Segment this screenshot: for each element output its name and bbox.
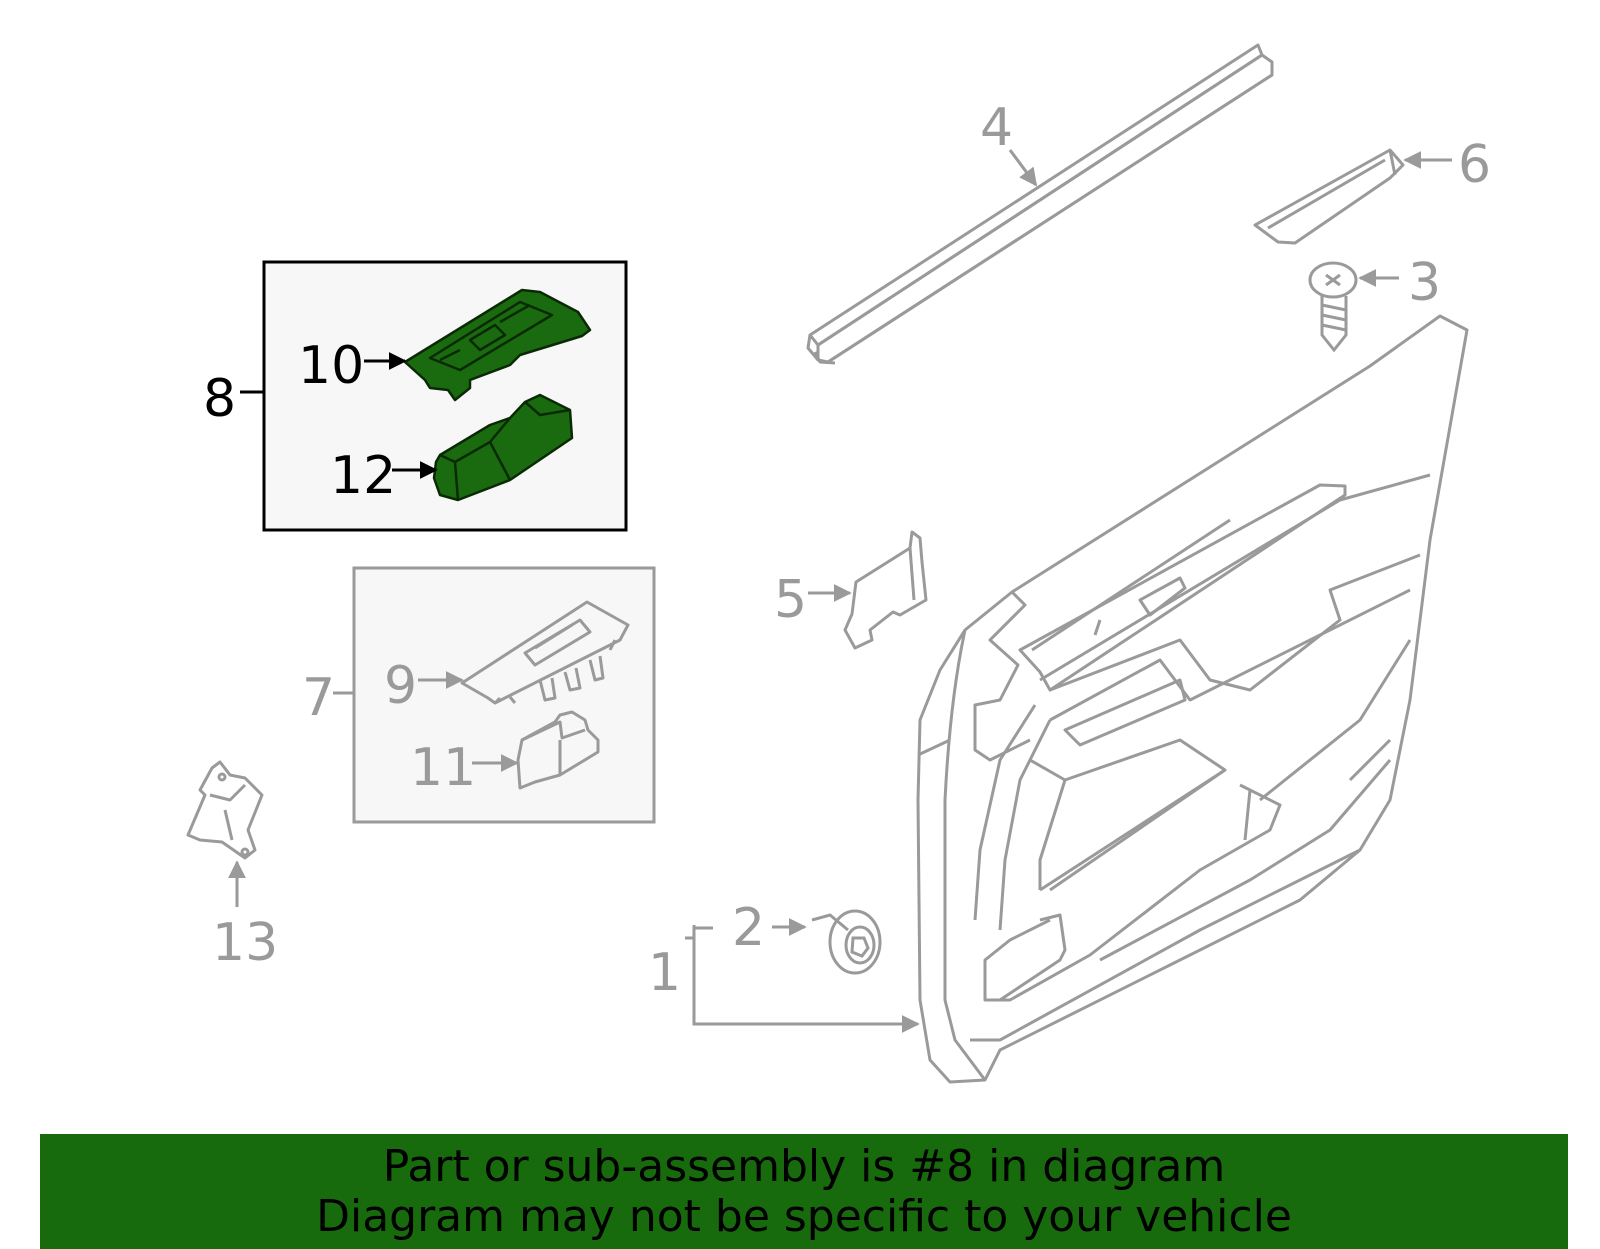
screw-part bbox=[1308, 261, 1358, 353]
callout-12: 12 bbox=[330, 446, 396, 506]
info-banner: Part or sub-assembly is #8 in diagram Di… bbox=[40, 1134, 1568, 1249]
callout-6: 6 bbox=[1458, 135, 1491, 195]
switch-part-11 bbox=[516, 710, 600, 790]
banner-line-2: Diagram may not be specific to your vehi… bbox=[316, 1190, 1292, 1242]
callout-9: 9 bbox=[384, 656, 417, 716]
callout-10: 10 bbox=[298, 336, 364, 396]
info-banner-background bbox=[40, 1134, 1568, 1249]
callout-2: 2 bbox=[732, 898, 765, 958]
callout-11: 11 bbox=[410, 738, 476, 798]
callout-1: 1 bbox=[648, 943, 681, 1003]
door-trim-panel bbox=[916, 314, 1469, 1084]
bracket-part bbox=[843, 530, 928, 650]
switch-bezel-part-9 bbox=[460, 600, 630, 705]
trim-strip-part bbox=[1253, 148, 1405, 245]
banner-line-1: Part or sub-assembly is #8 in diagram bbox=[382, 1140, 1226, 1192]
callout-5: 5 bbox=[774, 570, 807, 630]
leader-lines-highlight bbox=[240, 352, 438, 479]
callout-7: 7 bbox=[302, 668, 335, 728]
callout-13: 13 bbox=[212, 913, 278, 973]
bracket-part-13 bbox=[186, 760, 264, 860]
clip-part bbox=[811, 909, 882, 975]
callout-3: 3 bbox=[1408, 253, 1441, 313]
highlighted-bezel-part-10 bbox=[403, 288, 592, 402]
leader-lines bbox=[228, 149, 1452, 1033]
belt-molding-part bbox=[806, 43, 1274, 365]
callout-4: 4 bbox=[980, 98, 1013, 158]
callout-8: 8 bbox=[203, 369, 236, 429]
